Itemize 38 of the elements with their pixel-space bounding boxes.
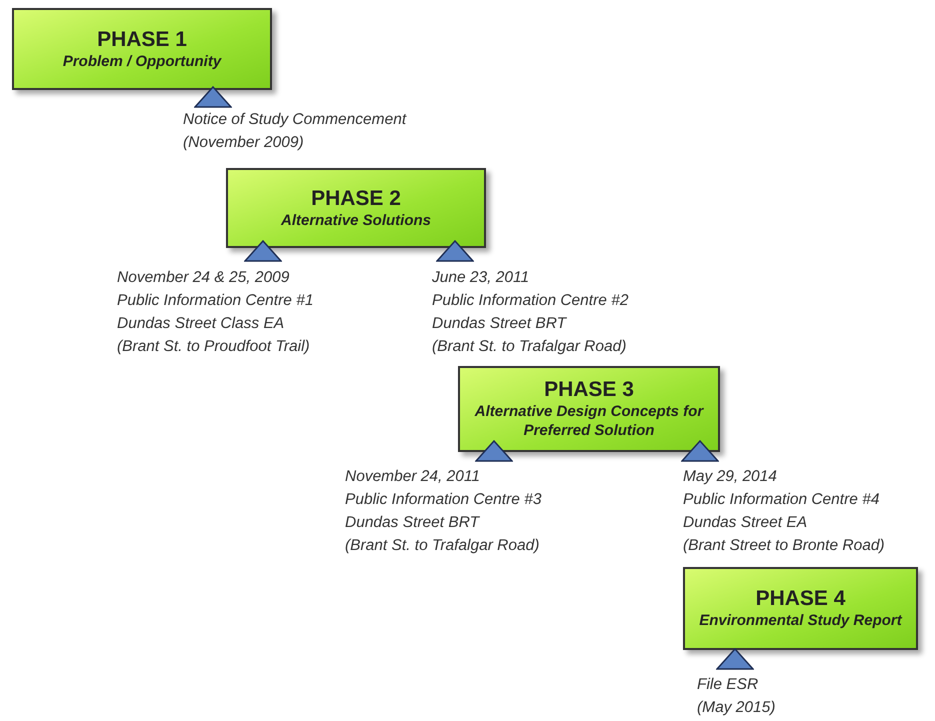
milestone-note: Public Information Centre #1	[117, 291, 314, 311]
phase-subtitle: Alternative Solutions	[280, 210, 432, 230]
milestone-triangle	[681, 440, 719, 462]
milestone-note: Dundas Street BRT	[345, 513, 480, 533]
milestone-note: File ESR	[697, 675, 758, 695]
phase-box	[458, 366, 720, 452]
milestone-note: May 29, 2014	[683, 467, 777, 487]
phase-box	[12, 8, 272, 90]
milestone-note: Public Information Centre #3	[345, 490, 542, 510]
milestone-triangle	[436, 240, 474, 262]
milestone-triangle	[475, 440, 513, 462]
milestone-note: (Brant St. to Proudfoot Trail)	[117, 337, 310, 357]
milestone-note: (Brant St. to Trafalgar Road)	[345, 536, 540, 556]
milestone-note: (Brant St. to Trafalgar Road)	[432, 337, 626, 357]
phase-title: PHASE 1	[97, 28, 187, 52]
milestone-note: (May 2015)	[697, 698, 776, 718]
phase-subtitle: Environmental Study Report	[699, 611, 902, 630]
milestone-note: Dundas Street EA	[683, 513, 808, 533]
milestone-note: Dundas Street Class EA	[117, 314, 284, 334]
milestone-note: Notice of Study Commencement	[183, 110, 406, 130]
milestone-note: Dundas Street BRT	[432, 314, 566, 334]
milestone-triangle	[716, 648, 754, 670]
phase-title: PHASE 3	[544, 378, 634, 402]
milestone-note: November 24 & 25, 2009	[117, 268, 290, 288]
milestone-note: November 24, 2011	[345, 467, 480, 487]
milestone-note: (Brant Street to Bronte Road)	[683, 536, 885, 556]
phase-subtitle: Problem / Opportunity	[62, 52, 222, 70]
milestone-note: June 23, 2011	[432, 268, 530, 288]
milestone-note: (November 2009)	[183, 133, 304, 153]
phase-title: PHASE 2	[311, 186, 401, 210]
phase-box	[226, 168, 486, 248]
phase-box	[683, 567, 918, 650]
phase-title: PHASE 4	[756, 587, 846, 611]
milestone-triangle	[194, 86, 232, 108]
phase-subtitle: Alternative Design Concepts for Preferred Solution	[474, 402, 705, 440]
milestone-note: Public Information Centre #2	[432, 291, 628, 311]
milestone-note: Public Information Centre #4	[683, 490, 880, 510]
milestone-triangle	[244, 240, 282, 262]
